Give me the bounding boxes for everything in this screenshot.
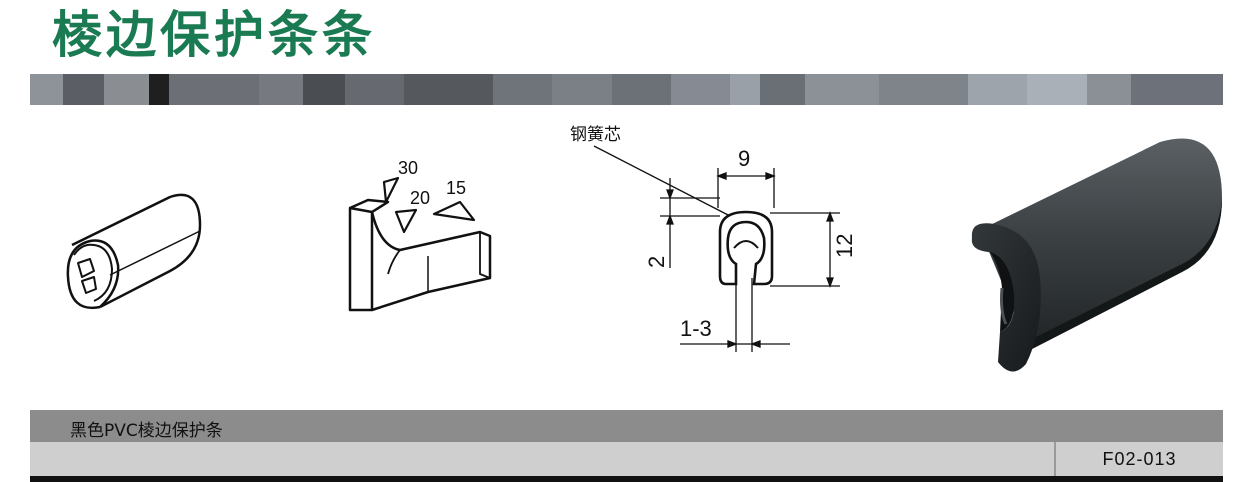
stripe-segment	[671, 74, 731, 105]
product-code: F02-013	[1102, 449, 1177, 469]
stripe-segment	[303, 74, 345, 105]
stripe-segment	[30, 74, 63, 105]
product-description: 黑色PVC棱边保护条	[70, 421, 223, 441]
cross-section-drawing: 钢簧芯 9 12 2 1-3	[570, 125, 857, 352]
stripe-segment	[148, 74, 170, 105]
stripe-segment	[611, 74, 672, 105]
angle-sketch: 30 20 15	[348, 158, 492, 312]
dim-lip: 2	[644, 256, 669, 268]
profile-outline	[718, 210, 774, 286]
stripe-segment	[492, 74, 553, 105]
stripe-segment	[62, 74, 105, 105]
stripe-segment	[552, 74, 612, 105]
angle-label-15: 15	[446, 178, 466, 198]
stripe-segment	[730, 74, 761, 105]
stripe-segment	[967, 74, 1028, 105]
steel-core-label: 钢簧芯	[570, 125, 621, 144]
stripe-segment	[344, 74, 404, 105]
decorative-stripe	[30, 74, 1224, 105]
dim-grip: 1-3	[680, 316, 712, 341]
page-title: 棱边保护条条	[52, 6, 376, 64]
code-bar	[30, 442, 1223, 476]
profile-roll-sketch	[66, 193, 202, 310]
dim-width: 9	[738, 146, 750, 171]
product-3d-render	[971, 138, 1222, 372]
product-code-cell: F02-013	[1054, 442, 1223, 476]
dim-height: 12	[832, 234, 857, 258]
stripe-segment	[804, 74, 879, 105]
stripe-segment	[1027, 74, 1087, 105]
description-bar: 黑色PVC棱边保护条	[30, 410, 1223, 442]
stripe-segment	[403, 74, 493, 105]
stripe-segment	[1086, 74, 1132, 105]
angle-label-20: 20	[410, 188, 430, 208]
stripe-segment	[1131, 74, 1224, 105]
stripe-segment	[258, 74, 304, 105]
angle-label-30: 30	[398, 158, 418, 178]
stripe-segment	[878, 74, 968, 105]
stripe-segment	[760, 74, 805, 105]
bottom-rule	[30, 476, 1223, 482]
stripe-segment	[169, 74, 259, 105]
stripe-segment	[104, 74, 149, 105]
